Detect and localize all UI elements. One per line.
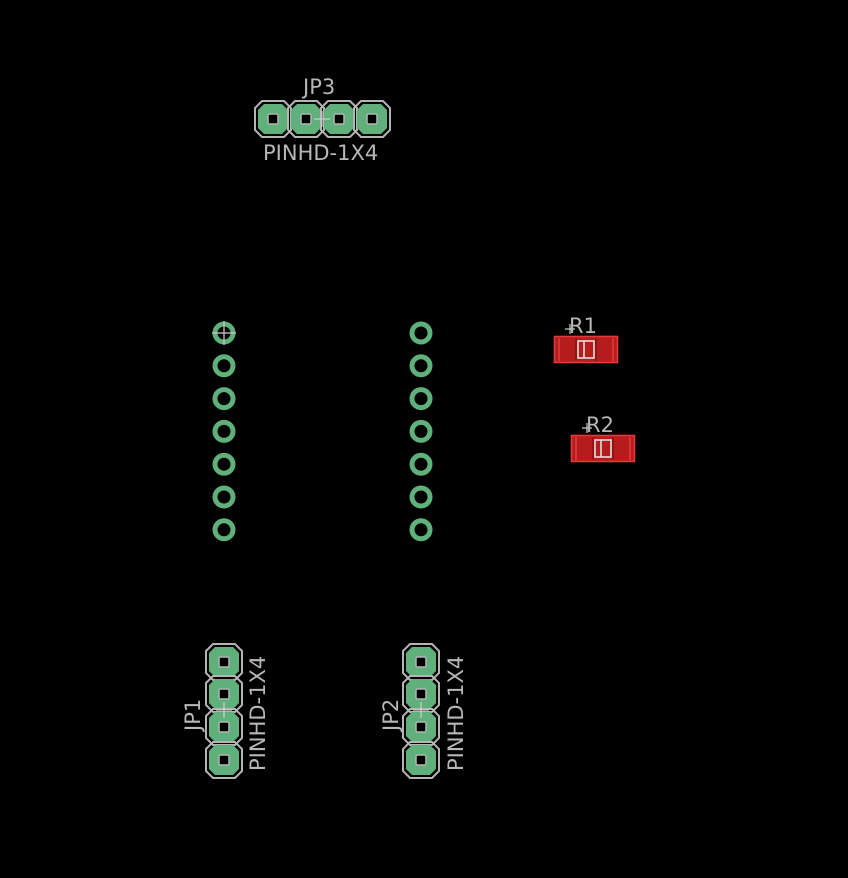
hole-ring: [409, 419, 433, 443]
pin-drill: [300, 113, 312, 125]
header-pin[interactable]: [402, 741, 440, 779]
pin-outline: [402, 675, 440, 713]
hole-ring: [409, 485, 433, 509]
resistor-silk: [577, 340, 595, 359]
header-pin[interactable]: [287, 100, 325, 138]
through-hole: [409, 321, 433, 345]
hole-ring: [409, 354, 433, 378]
pin-drill: [218, 721, 230, 733]
jp1-value-label: PINHD-1X4: [246, 656, 270, 771]
through-hole: [409, 419, 433, 443]
hole-ring: [409, 321, 433, 345]
hole-ring: [212, 518, 236, 542]
header-pin[interactable]: [205, 708, 243, 746]
resistor-outline: [570, 434, 636, 463]
resistor-body: [571, 435, 635, 462]
header-jp3[interactable]: [254, 100, 391, 138]
header-pin[interactable]: [205, 741, 243, 779]
pin-outline: [254, 100, 292, 138]
pin-drill: [415, 721, 427, 733]
r2-ref-label: R2: [586, 413, 614, 437]
header-jp2[interactable]: [402, 643, 440, 779]
through-hole: [409, 387, 433, 411]
through-hole: [409, 452, 433, 476]
hole-ring: [212, 387, 236, 411]
through-hole: [212, 354, 236, 378]
pin-drill: [366, 113, 378, 125]
header-pin[interactable]: [205, 643, 243, 681]
resistor-outline: [553, 335, 619, 364]
pin-outline: [320, 100, 358, 138]
through-hole: [212, 387, 236, 411]
pin-outline: [205, 643, 243, 681]
pin-drill: [333, 113, 345, 125]
resistor-silk: [594, 439, 612, 458]
r1-ref-label: R1: [569, 314, 597, 338]
hole-ring: [212, 419, 236, 443]
pin-outline: [205, 675, 243, 713]
jp2-ref-label: JP2: [379, 699, 403, 733]
hole-ring: [212, 452, 236, 476]
pin-drill: [267, 113, 279, 125]
pin-outline: [205, 708, 243, 746]
jp2-value-label: PINHD-1X4: [444, 656, 468, 771]
through-hole: [212, 452, 236, 476]
jp1-ref-label: JP1: [181, 699, 205, 733]
through-hole: [409, 354, 433, 378]
hole-ring: [409, 387, 433, 411]
header-pin[interactable]: [320, 100, 358, 138]
resistor-r2[interactable]: [570, 423, 636, 463]
hole-ring: [409, 518, 433, 542]
through-hole: [409, 518, 433, 542]
hole-column-left: [212, 321, 236, 542]
pin-drill: [415, 656, 427, 668]
header-pin[interactable]: [402, 643, 440, 681]
pin-outline: [287, 100, 325, 138]
header-pin[interactable]: [402, 708, 440, 746]
pin-outline: [205, 741, 243, 779]
pin-drill: [218, 754, 230, 766]
header-jp1[interactable]: [205, 643, 243, 779]
pin-drill: [415, 688, 427, 700]
resistor-body: [554, 336, 618, 363]
jp3-ref-label: JP3: [301, 75, 335, 99]
pin-outline: [402, 741, 440, 779]
hole-ring: [409, 452, 433, 476]
through-hole: [212, 321, 236, 345]
pin-drill: [415, 754, 427, 766]
hole-column-right: [409, 321, 433, 542]
through-hole: [409, 485, 433, 509]
hole-ring: [212, 485, 236, 509]
pin-outline: [402, 708, 440, 746]
through-hole: [212, 518, 236, 542]
header-pin[interactable]: [254, 100, 292, 138]
pin-outline: [402, 643, 440, 681]
pin-drill: [218, 688, 230, 700]
header-pin[interactable]: [402, 675, 440, 713]
pin-outline: [353, 100, 391, 138]
header-pin[interactable]: [205, 675, 243, 713]
header-pin[interactable]: [353, 100, 391, 138]
resistor-r1[interactable]: [553, 324, 619, 364]
pin-drill: [218, 656, 230, 668]
hole-ring: [212, 354, 236, 378]
through-hole: [212, 419, 236, 443]
through-hole: [212, 485, 236, 509]
jp3-value-label: PINHD-1X4: [263, 141, 378, 165]
